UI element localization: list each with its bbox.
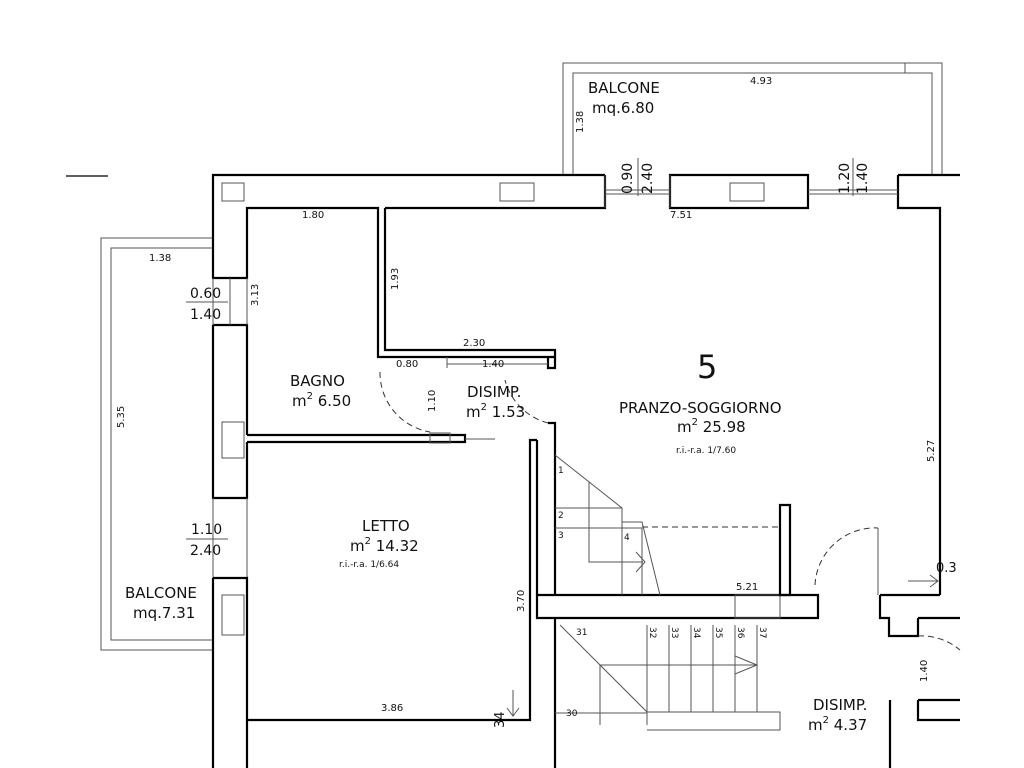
step-number: 36	[735, 627, 745, 639]
step-number: 33	[669, 627, 679, 638]
balcone-left-name: BALCONE	[125, 584, 197, 602]
stairs	[554, 454, 781, 731]
dimension-labels: 4.93 1.38 1.38 5.35 1.80 7.51 1.93 3.13 …	[116, 76, 957, 728]
disimp2-area: m2 4.37	[808, 715, 867, 734]
balcone-top-area: mq.6.80	[592, 99, 654, 117]
window-4-height: 2.40	[190, 543, 221, 559]
dim-corridor-h: 2.30	[463, 338, 485, 349]
step-number: 31	[576, 628, 587, 638]
disimp2-name: DISIMP.	[813, 696, 867, 714]
step-number: 34	[691, 627, 701, 639]
dim-stair-521: 5.21	[736, 582, 758, 593]
pranzo-name: PRANZO-SOGGIORNO	[619, 399, 782, 417]
window-1-height: 2.40	[640, 163, 656, 194]
balcone-top-name: BALCONE	[588, 79, 660, 97]
dim-right-03: 0.3	[936, 561, 957, 576]
bagno-area: m2 6.50	[292, 391, 351, 410]
step-numbers: 1 2 3 4 30 31 32 33 34 35 36 37	[558, 466, 767, 719]
disimp-area: m2 1.53	[466, 402, 525, 421]
interior-walls	[247, 208, 960, 768]
step-number: 32	[647, 627, 657, 638]
window-4-width: 1.10	[191, 522, 222, 538]
letto-ratio: r.i.-r.a. 1/6.64	[339, 560, 399, 570]
dim-door-140: 1.40	[482, 359, 504, 370]
dim-disimp-110: 1.10	[427, 390, 438, 412]
bagno-name: BAGNO	[290, 372, 345, 390]
dim-balcone-left-length: 5.35	[116, 406, 127, 428]
dim-letto-side: 3.70	[516, 590, 527, 612]
dim-letto-bottom: 3.86	[381, 703, 403, 714]
dim-corridor-vert: 1.93	[390, 268, 401, 290]
pranzo-area: m2 25.98	[677, 417, 746, 436]
disimp-name: DISIMP.	[467, 383, 521, 401]
letto-name: LETTO	[362, 517, 410, 535]
balcony-top	[562, 62, 943, 175]
window-labels: 0.90 2.40 1.20 1.40 0.60 1.40 1.10 2.40	[186, 158, 871, 559]
dim-balcone-top-depth: 1.38	[575, 111, 586, 133]
letto-area: m2 14.32	[350, 536, 419, 555]
window-3-height: 1.40	[190, 307, 221, 323]
dim-pranzo-top: 7.51	[670, 210, 692, 221]
dim-door-080: 0.80	[396, 359, 418, 370]
step-number: 35	[713, 627, 723, 638]
step-number: 30	[566, 709, 578, 719]
balcony-left	[100, 237, 213, 651]
pranzo-ratio: r.i.-r.a. 1/7.60	[676, 446, 736, 456]
dim-balcone-top-width: 4.93	[750, 76, 772, 87]
doors	[379, 371, 961, 651]
balcone-left-area: mq.7.31	[133, 604, 195, 622]
dim-bagno-side: 3.13	[250, 284, 261, 306]
step-number: 37	[757, 627, 767, 638]
step-number: 1	[558, 466, 564, 476]
window-2-width: 1.20	[837, 163, 853, 194]
dim-bottom-34: 34	[493, 711, 508, 728]
dim-bagno-top: 1.80	[302, 210, 324, 221]
step-number: 3	[558, 531, 564, 541]
exterior-walls	[211, 173, 960, 768]
unit-number: 5	[697, 348, 717, 386]
window-3-width: 0.60	[190, 286, 221, 302]
step-number: 4	[624, 533, 630, 543]
step-number: 2	[558, 511, 564, 521]
dim-disimp2-140: 1.40	[919, 660, 930, 682]
window-1-width: 0.90	[620, 163, 636, 194]
dim-balcone-left-width: 1.38	[149, 253, 171, 264]
window-2-height: 1.40	[855, 163, 871, 194]
dim-pranzo-side: 5.27	[926, 440, 937, 462]
